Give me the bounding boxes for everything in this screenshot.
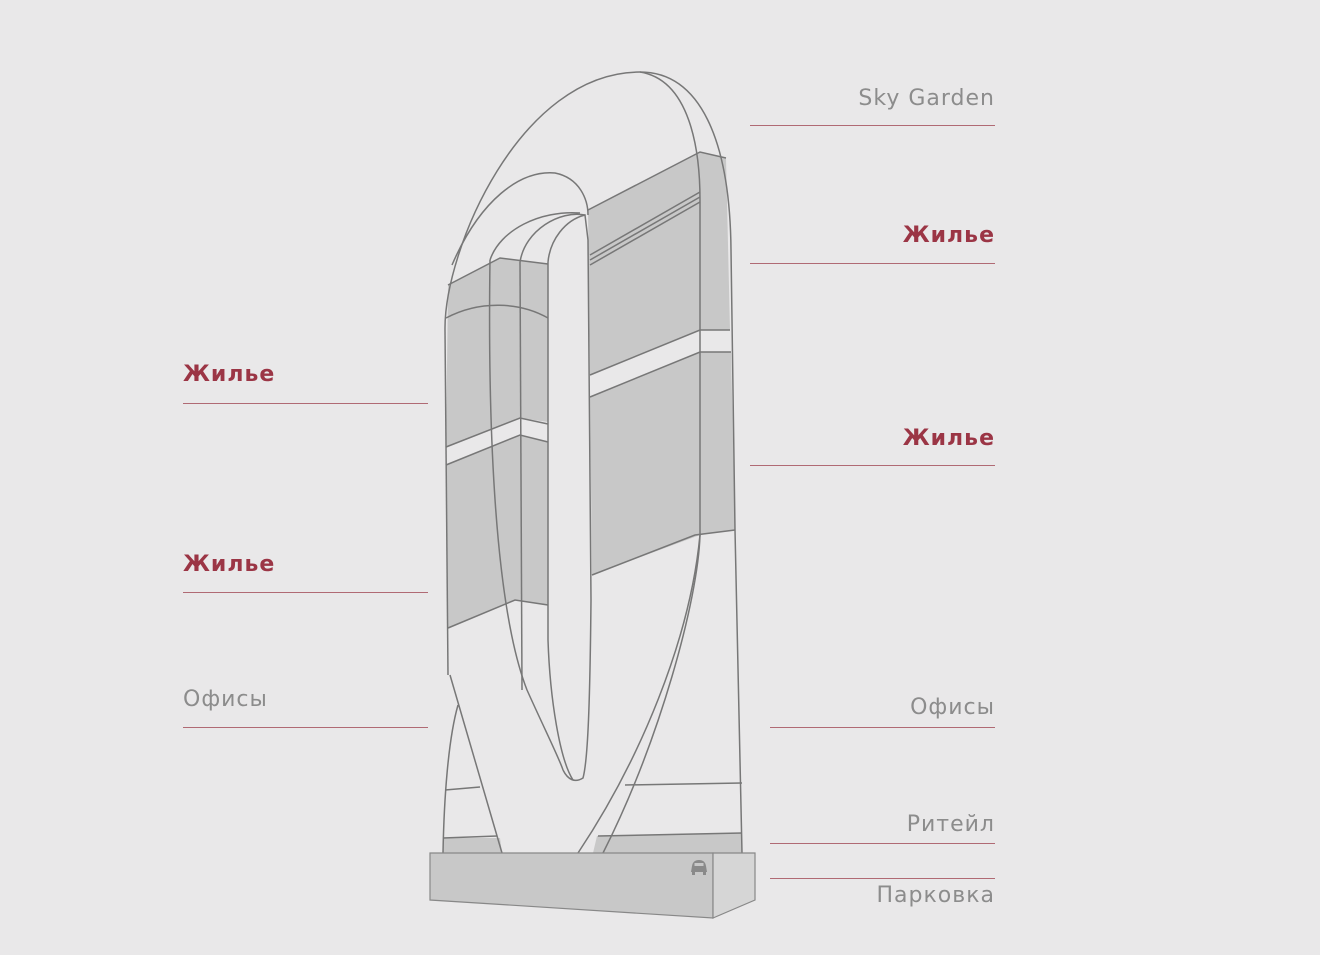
leader-line	[750, 125, 995, 126]
label-retail: Ритейл	[906, 812, 995, 837]
label-residential-left-lower: Жилье	[183, 552, 276, 577]
leader-line	[183, 403, 428, 404]
leader-line	[183, 592, 428, 593]
leader-line	[770, 727, 995, 728]
label-residential-left-upper: Жилье	[183, 362, 276, 387]
car-icon	[691, 860, 707, 875]
label-residential-right-lower: Жилье	[902, 426, 995, 451]
leader-line	[750, 465, 995, 466]
parking-base	[429, 852, 756, 919]
leader-line	[770, 843, 995, 844]
label-residential-right-upper: Жилье	[902, 223, 995, 248]
label-offices-left: Офисы	[183, 687, 268, 712]
label-parking: Парковка	[876, 883, 995, 908]
label-offices-right: Офисы	[910, 695, 995, 720]
residential-shading	[443, 152, 742, 853]
building-outline	[442, 71, 743, 854]
leader-line	[770, 878, 995, 879]
leader-line	[183, 727, 428, 728]
label-sky-garden: Sky Garden	[858, 86, 995, 111]
leader-line	[750, 263, 995, 264]
